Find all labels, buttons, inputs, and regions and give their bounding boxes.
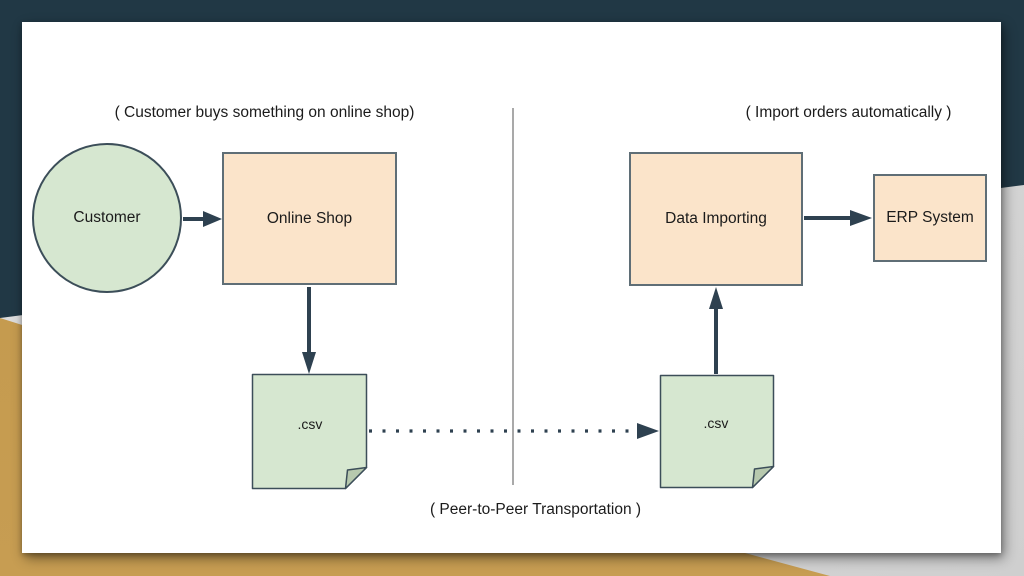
- node-erp-system-label: ERP System: [886, 209, 974, 226]
- divider-line: [512, 108, 514, 485]
- node-csv-left-label: .csv: [297, 416, 323, 432]
- arrow-csv-to-data-importing: [709, 287, 723, 374]
- csv-document-right-shape: [659, 374, 775, 489]
- node-customer-label: Customer: [73, 209, 141, 226]
- arrow-data-importing-to-erp: [804, 210, 872, 226]
- node-online-shop: Online Shop: [222, 152, 397, 285]
- slide-canvas: ( Customer buys something on online shop…: [22, 22, 1001, 553]
- caption-import-orders: ( Import orders automatically ): [745, 104, 952, 121]
- caption-peer-to-peer: ( Peer-to-Peer Transportation ): [429, 501, 642, 518]
- node-csv-right-label: .csv: [703, 415, 729, 431]
- folded-corner-icon: [751, 465, 775, 489]
- arrow-online-shop-to-csv: [302, 287, 316, 374]
- node-customer: Customer: [32, 143, 182, 293]
- node-data-importing-label: Data Importing: [665, 210, 767, 227]
- node-online-shop-label: Online Shop: [266, 209, 353, 227]
- arrow-customer-to-online-shop: [183, 211, 222, 227]
- folded-corner-icon: [344, 466, 368, 490]
- node-data-importing: Data Importing: [629, 152, 803, 286]
- dotted-arrow-csv-transfer: [369, 423, 659, 439]
- caption-customer-buys: ( Customer buys something on online shop…: [114, 104, 415, 121]
- node-erp-system: ERP System: [873, 174, 987, 262]
